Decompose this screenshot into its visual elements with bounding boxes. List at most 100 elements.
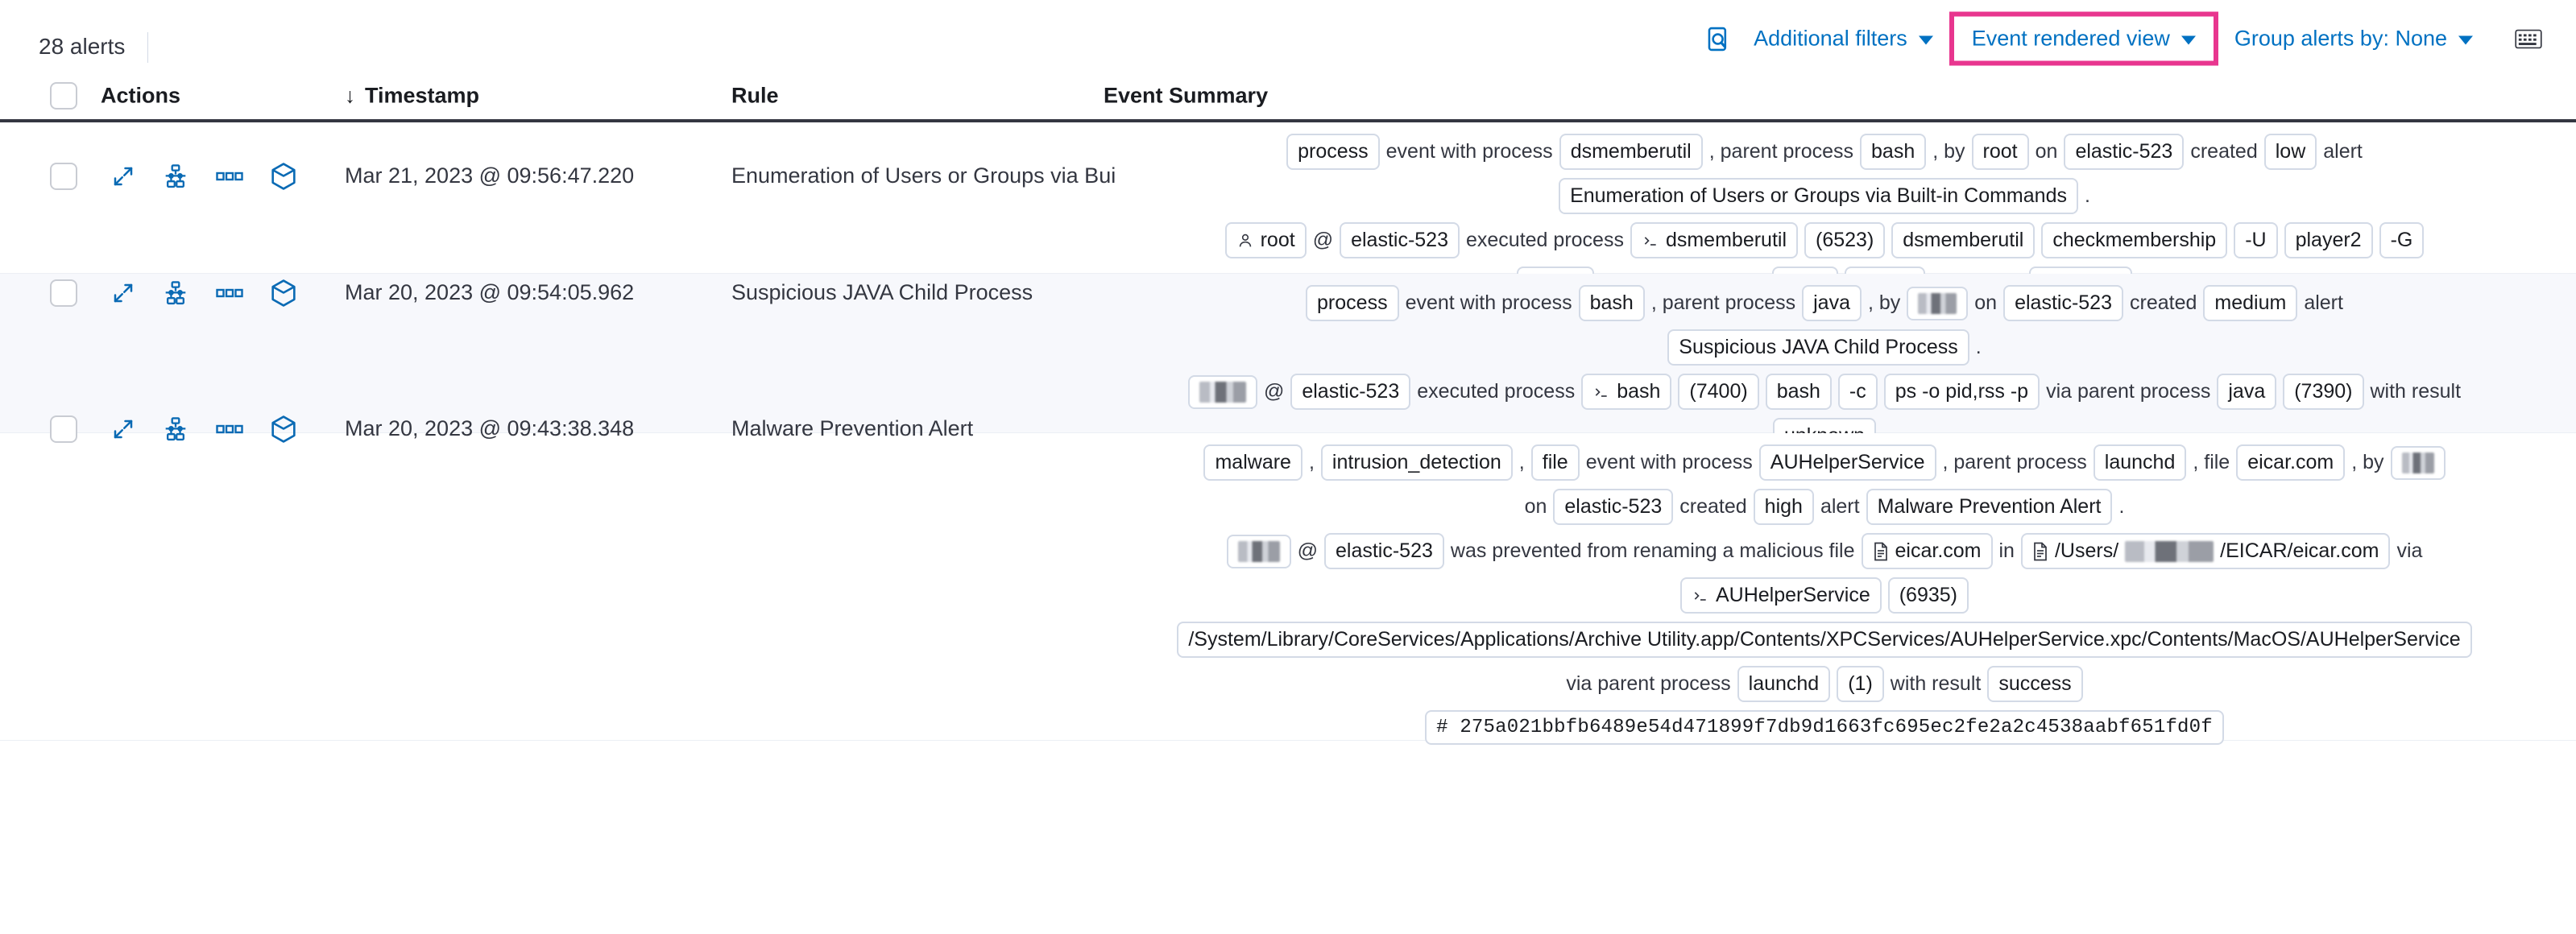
analyzer-graph-icon[interactable] <box>163 417 188 441</box>
session-view-cube-icon[interactable] <box>271 415 296 443</box>
summary-chip[interactable]: -G <box>2379 222 2425 258</box>
summary-chip[interactable]: elastic-523 <box>2003 285 2123 321</box>
session-view-cube-icon[interactable] <box>271 279 296 307</box>
summary-chip[interactable]: root <box>1971 134 2029 170</box>
summary-chip[interactable]: launchd <box>2093 444 2187 481</box>
additional-filters-button[interactable]: Additional filters <box>1741 20 1946 58</box>
summary-text: created <box>2130 291 2197 314</box>
row-select-checkbox[interactable] <box>50 163 77 190</box>
cell-timestamp: Mar 20, 2023 @ 09:54:05.962 <box>345 280 635 304</box>
summary-chip[interactable]: Malware Prevention Alert <box>1866 489 2113 525</box>
summary-chip[interactable]: elastic-523 <box>2064 134 2185 170</box>
summary-chip[interactable]: java <box>1802 285 1862 321</box>
alerts-table: Actions ↓ Timestamp Rule Event Summary M… <box>0 72 2576 745</box>
summary-text: on <box>2035 140 2058 163</box>
summary-chip[interactable]: /Users//EICAR/eicar.com <box>2020 533 2391 569</box>
summary-chip[interactable]: bash <box>1578 285 1645 321</box>
summary-chip[interactable]: ps -o pid,rss -p <box>1883 374 2040 410</box>
expand-icon[interactable] <box>111 281 135 305</box>
summary-chip[interactable] <box>1907 286 1969 320</box>
column-header-timestamp[interactable]: ↓ Timestamp <box>345 84 479 109</box>
summary-chip[interactable]: bash <box>1860 134 1927 170</box>
summary-chip[interactable]: player2 <box>2284 222 2373 258</box>
summary-text: on <box>1524 495 1547 518</box>
summary-chip[interactable]: process <box>1306 285 1399 321</box>
inspect-search-icon[interactable] <box>1697 20 1741 57</box>
summary-chip[interactable]: dsmemberutil <box>1559 134 1703 170</box>
summary-chip[interactable]: # 275a021bbfb6489e54d471899f7db9d1663fc6… <box>1425 710 2224 745</box>
summary-chip[interactable]: bash <box>1581 374 1672 410</box>
summary-chip[interactable]: low <box>2263 134 2317 170</box>
chip-label: elastic-523 <box>1335 539 1433 562</box>
summary-chip[interactable]: checkmembership <box>2041 222 2228 258</box>
more-actions-icon[interactable] <box>216 170 243 183</box>
summary-chip[interactable]: (7400) <box>1678 374 1759 410</box>
summary-chip[interactable]: eicar.com <box>2236 444 2346 481</box>
row-select-checkbox[interactable] <box>50 415 77 443</box>
summary-chip[interactable]: Suspicious JAVA Child Process <box>1667 329 1969 366</box>
chip-label: Suspicious JAVA Child Process <box>1679 336 1958 358</box>
summary-chip[interactable]: dsmemberutil <box>1630 222 1799 258</box>
group-alerts-by-button[interactable]: Group alerts by: None <box>2222 20 2486 58</box>
summary-text: , <box>1518 451 1525 473</box>
summary-chip[interactable]: root <box>1224 222 1307 258</box>
expand-icon[interactable] <box>111 164 135 188</box>
summary-chip[interactable]: AUHelperService <box>1758 444 1936 481</box>
chip-label-suffix: /EICAR/eicar.com <box>2220 539 2379 562</box>
summary-chip[interactable]: elastic-523 <box>1340 222 1460 258</box>
summary-chip[interactable]: (1) <box>1837 666 1884 702</box>
summary-chip[interactable]: launchd <box>1737 666 1831 702</box>
summary-text: , parent process <box>1650 291 1796 314</box>
summary-chip[interactable]: -c <box>1837 374 1878 410</box>
event-rendered-view-button[interactable]: Event rendered view <box>1959 20 2209 58</box>
summary-chip[interactable]: (6523) <box>1804 222 1886 258</box>
summary-chip[interactable]: elastic-523 <box>1553 489 1674 525</box>
toolbar-controls: Additional filters Event rendered view G… <box>1697 11 2550 66</box>
analyzer-graph-icon[interactable] <box>163 281 188 305</box>
summary-chip[interactable]: /System/Library/CoreServices/Application… <box>1177 622 2472 658</box>
expand-icon[interactable] <box>111 417 135 441</box>
summary-chip[interactable] <box>2390 445 2446 480</box>
chip-label: Enumeration of Users or Groups via Built… <box>1570 184 2067 207</box>
column-header-event-summary[interactable]: Event Summary <box>1104 83 1269 108</box>
summary-chip[interactable]: eicar.com <box>1861 533 1993 569</box>
session-view-cube-icon[interactable] <box>271 163 296 190</box>
summary-chip[interactable]: high <box>1753 489 1814 525</box>
column-header-rule[interactable]: Rule <box>731 83 779 108</box>
summary-chip[interactable]: Enumeration of Users or Groups via Built… <box>1559 178 2078 214</box>
summary-chip[interactable]: bash <box>1765 374 1832 410</box>
summary-chip[interactable]: elastic-523 <box>1323 533 1444 569</box>
summary-chip[interactable]: (6935) <box>1887 577 1969 614</box>
summary-chip[interactable]: intrusion_detection <box>1320 444 1513 481</box>
summary-chip[interactable]: success <box>1987 666 2083 702</box>
summary-chip[interactable]: file <box>1530 444 1580 481</box>
chip-label: high <box>1764 495 1803 518</box>
summary-chip[interactable]: process <box>1286 134 1380 170</box>
summary-text: event with process <box>1385 140 1553 163</box>
chip-label: AUHelperService <box>1715 584 1870 606</box>
more-actions-icon[interactable] <box>216 423 243 436</box>
summary-chip[interactable]: medium <box>2203 285 2298 321</box>
chip-label: elastic-523 <box>2075 140 2173 163</box>
summary-chip[interactable] <box>1226 534 1291 568</box>
summary-chip[interactable]: AUHelperService <box>1679 577 1882 614</box>
chip-label: elastic-523 <box>1351 229 1448 251</box>
summary-chip[interactable]: elastic-523 <box>1290 374 1411 410</box>
column-header-actions[interactable]: Actions <box>101 83 181 108</box>
row-select-checkbox[interactable] <box>50 279 77 307</box>
summary-chip[interactable]: (7390) <box>2283 374 2364 410</box>
more-actions-icon[interactable] <box>216 287 243 300</box>
select-all-checkbox[interactable] <box>50 82 77 110</box>
analyzer-graph-icon[interactable] <box>163 164 188 188</box>
summary-chip[interactable]: dsmemberutil <box>1891 222 2036 258</box>
summary-chip[interactable]: java <box>2217 374 2277 410</box>
summary-chip[interactable]: malware <box>1203 444 1302 481</box>
chip-label: java <box>1813 291 1850 314</box>
keyboard-shortcuts-icon[interactable] <box>2507 23 2550 55</box>
event-rendered-view-label: Event rendered view <box>1971 26 2170 51</box>
summary-chip[interactable]: -U <box>2234 222 2278 258</box>
summary-chip[interactable] <box>1187 374 1257 409</box>
